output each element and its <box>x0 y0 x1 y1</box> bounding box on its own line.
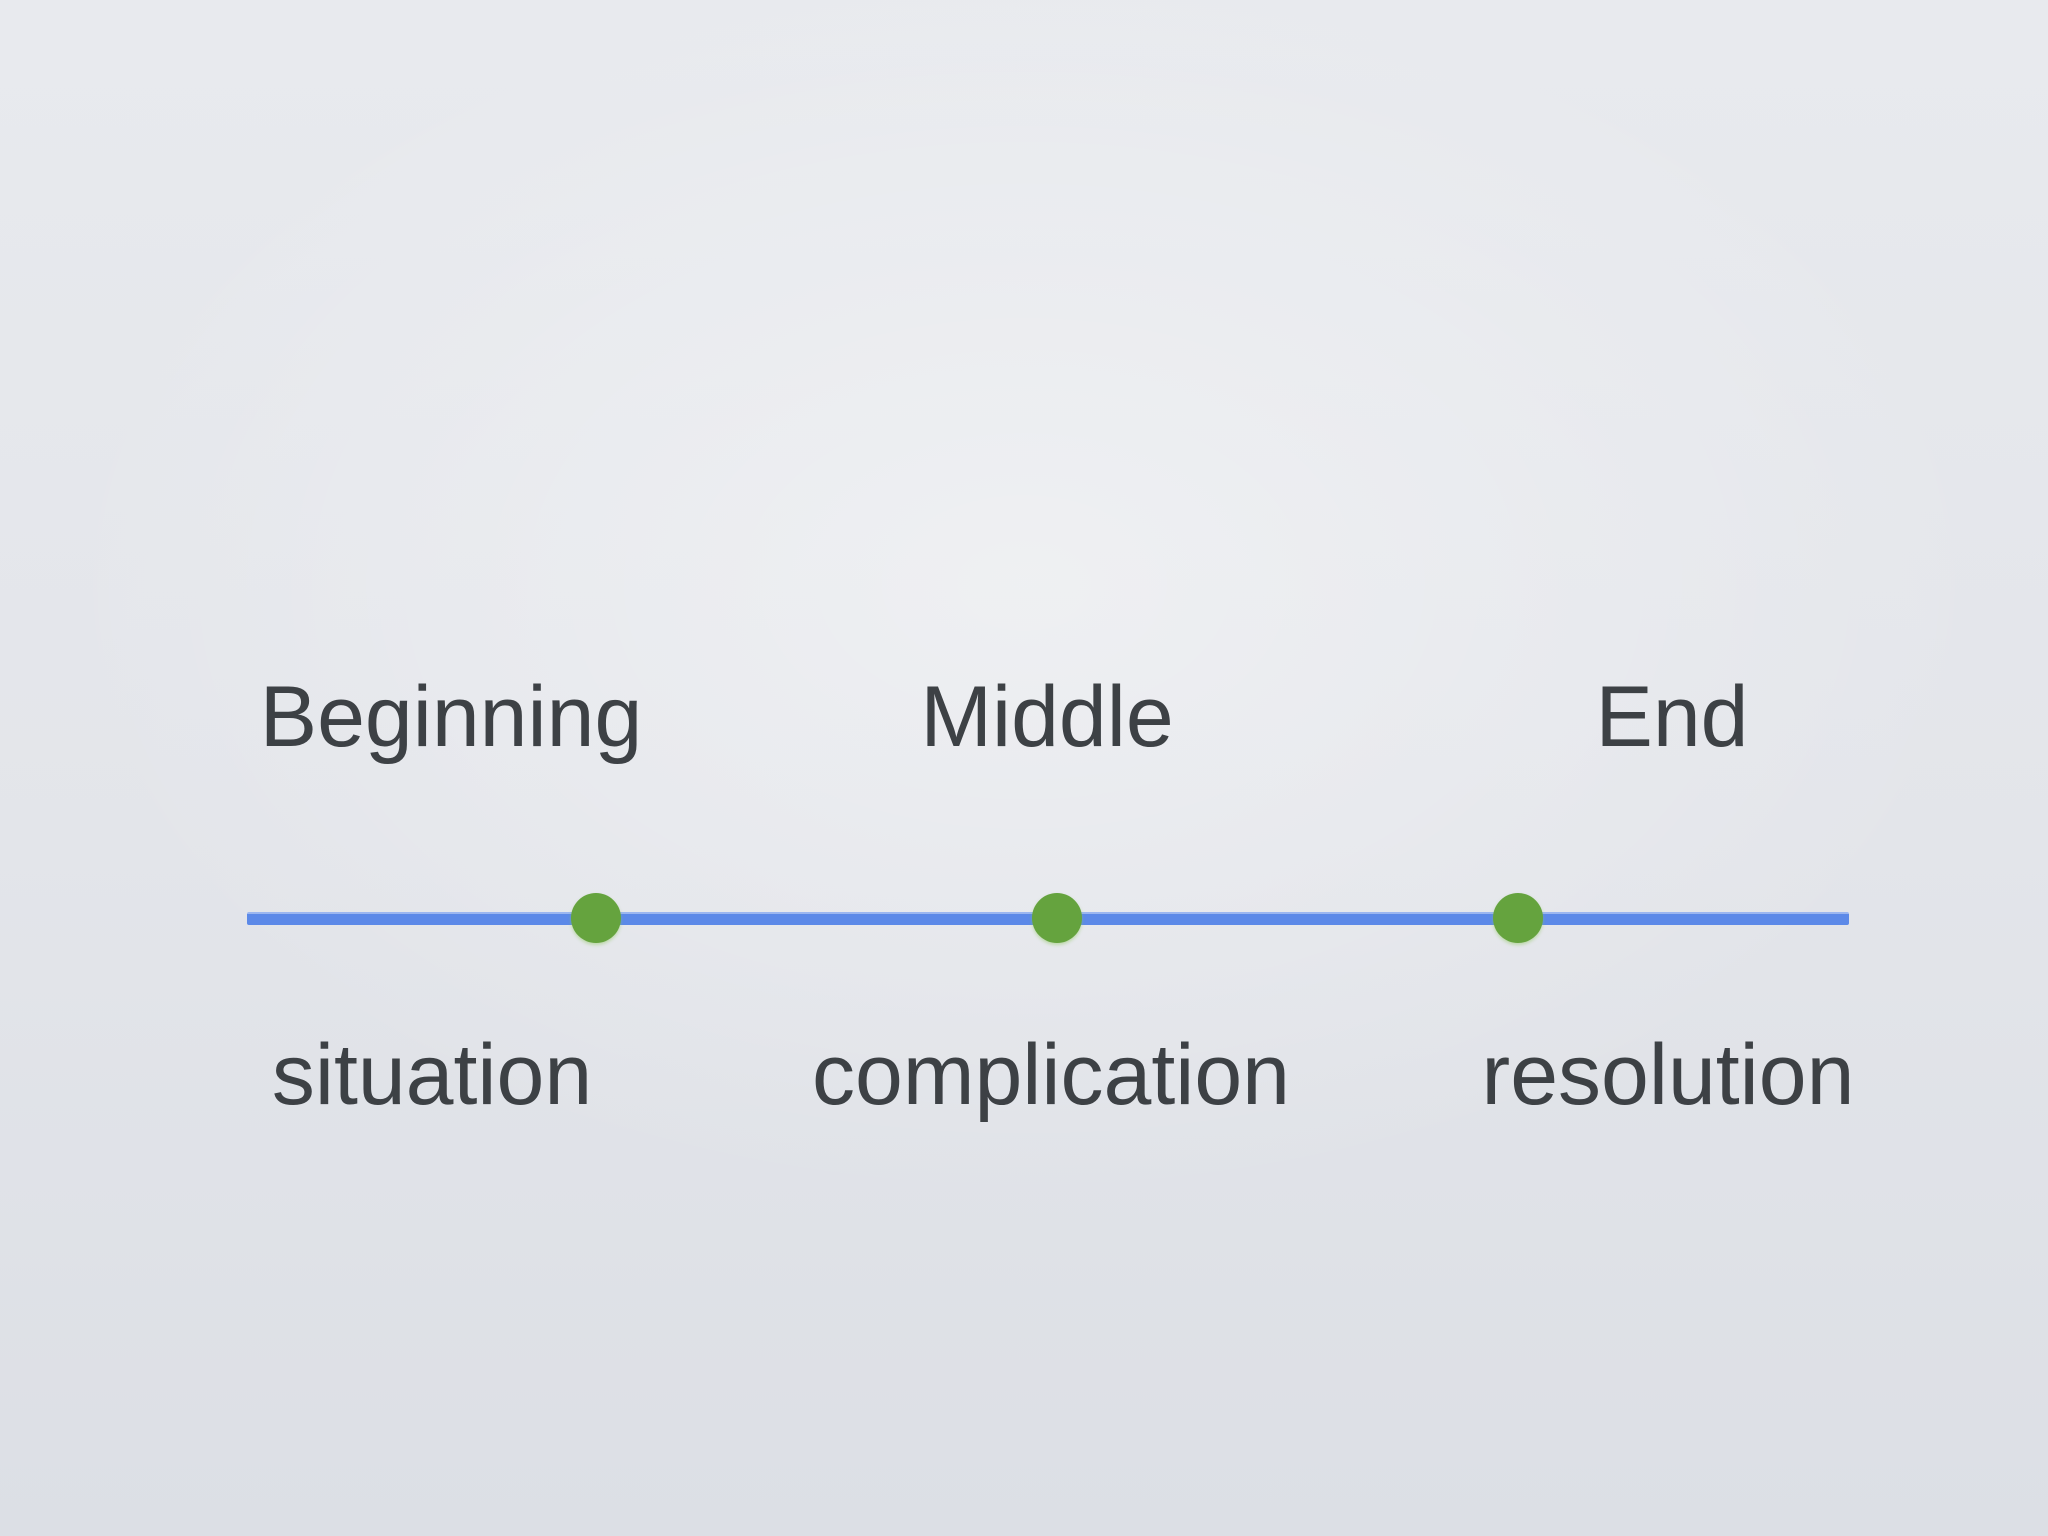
timeline-dot-middle <box>1032 893 1082 943</box>
substage-label-resolution: resolution <box>1481 1027 1855 1123</box>
stage-label-middle: Middle <box>920 669 1174 765</box>
stage-label-beginning: Beginning <box>259 669 643 765</box>
timeline-dot-beginning <box>571 893 621 943</box>
substage-label-complication: complication <box>812 1027 1290 1123</box>
substage-label-situation: situation <box>271 1027 593 1123</box>
timeline-dot-end <box>1493 893 1543 943</box>
stage-label-end: End <box>1595 669 1749 765</box>
